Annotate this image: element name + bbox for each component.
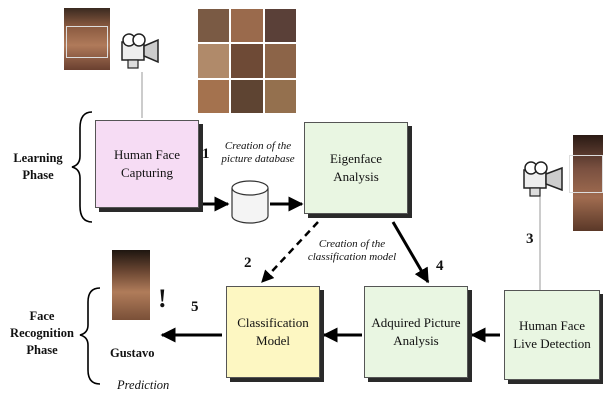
recognition-brace (79, 287, 101, 385)
database-icon (231, 180, 269, 224)
face-database-photos (198, 9, 296, 113)
step-number-5: 5 (191, 299, 199, 315)
live-face-photo (569, 135, 603, 231)
step-number-4: 4 (436, 258, 444, 274)
prediction-label: Prediction (117, 378, 170, 392)
prediction-face-photo (112, 250, 150, 320)
learning-brace (71, 111, 93, 223)
camera-icon (121, 33, 159, 69)
step-number-2: 2 (244, 255, 252, 271)
predicted-name: Gustavo (110, 346, 155, 360)
arrow-eigen-to-classification (261, 221, 319, 283)
captured-face-photo (64, 8, 110, 70)
live-camera-icon (523, 161, 563, 197)
step-number-1: 1 (202, 146, 210, 162)
arrow-eigen-to-adquired (391, 221, 430, 284)
exclamation-mark: ! (158, 284, 167, 313)
step-number-3: 3 (526, 231, 534, 247)
